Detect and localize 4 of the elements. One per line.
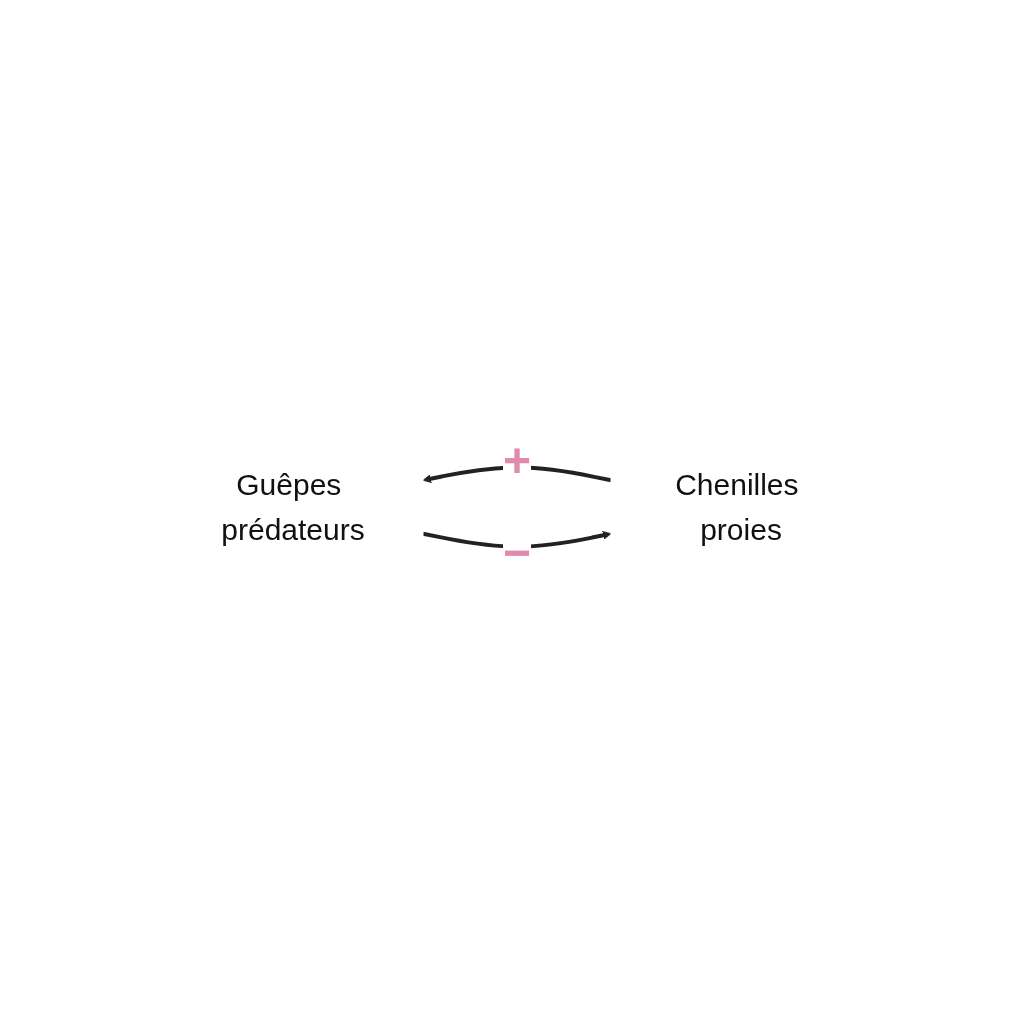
edge-label: + xyxy=(503,433,532,487)
node-text: Guêpes prédateurs xyxy=(221,467,366,546)
node-text: Chenilles proies xyxy=(675,467,800,546)
edge-label: − xyxy=(503,525,532,579)
